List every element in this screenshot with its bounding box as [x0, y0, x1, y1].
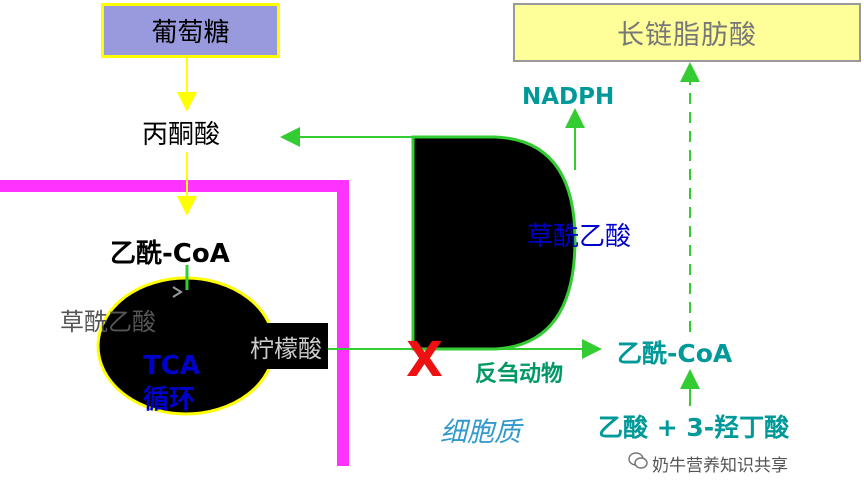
tca-line2: 循环 [143, 385, 196, 415]
watermark-text: 奶牛营养知识共享 [652, 456, 788, 476]
mitochondrial-membrane [0, 180, 349, 466]
nadph-label: NADPH [522, 84, 615, 110]
acetate-bhb-label: 乙酸 + 3-羟丁酸 [598, 413, 790, 442]
long-chain-fatty-acid-box: 长链脂肪酸 [513, 3, 861, 62]
mito-acetyl-coa-label: 乙酰-CoA [110, 239, 230, 269]
cyto-oxaloacetate-label: 草酰乙酸 [527, 222, 632, 252]
cytoplasm-label: 细胞质 [440, 417, 521, 448]
cyto-acetyl-coa-label: 乙酰-CoA [617, 339, 733, 368]
glucose-label: 葡萄糖 [151, 18, 230, 48]
mito-oxaloacetate-label: 草酰乙酸 [60, 308, 156, 336]
tca-cycle-label: TCA 循环 [143, 349, 200, 417]
citrate-label: 柠檬酸 [212, 323, 328, 369]
pyruvate-label: 丙酮酸 [142, 120, 221, 150]
blocked-x-mark: X [406, 332, 444, 388]
gray-arrowhead [172, 286, 183, 298]
lcfa-label: 长链脂肪酸 [617, 20, 757, 51]
tca-line1: TCA [143, 351, 200, 381]
wechat-icon [628, 452, 648, 469]
glucose-box: 葡萄糖 [101, 3, 280, 58]
ruminant-note: 反刍动物 [475, 362, 564, 387]
oxaloacetate-d-shape [411, 135, 577, 351]
